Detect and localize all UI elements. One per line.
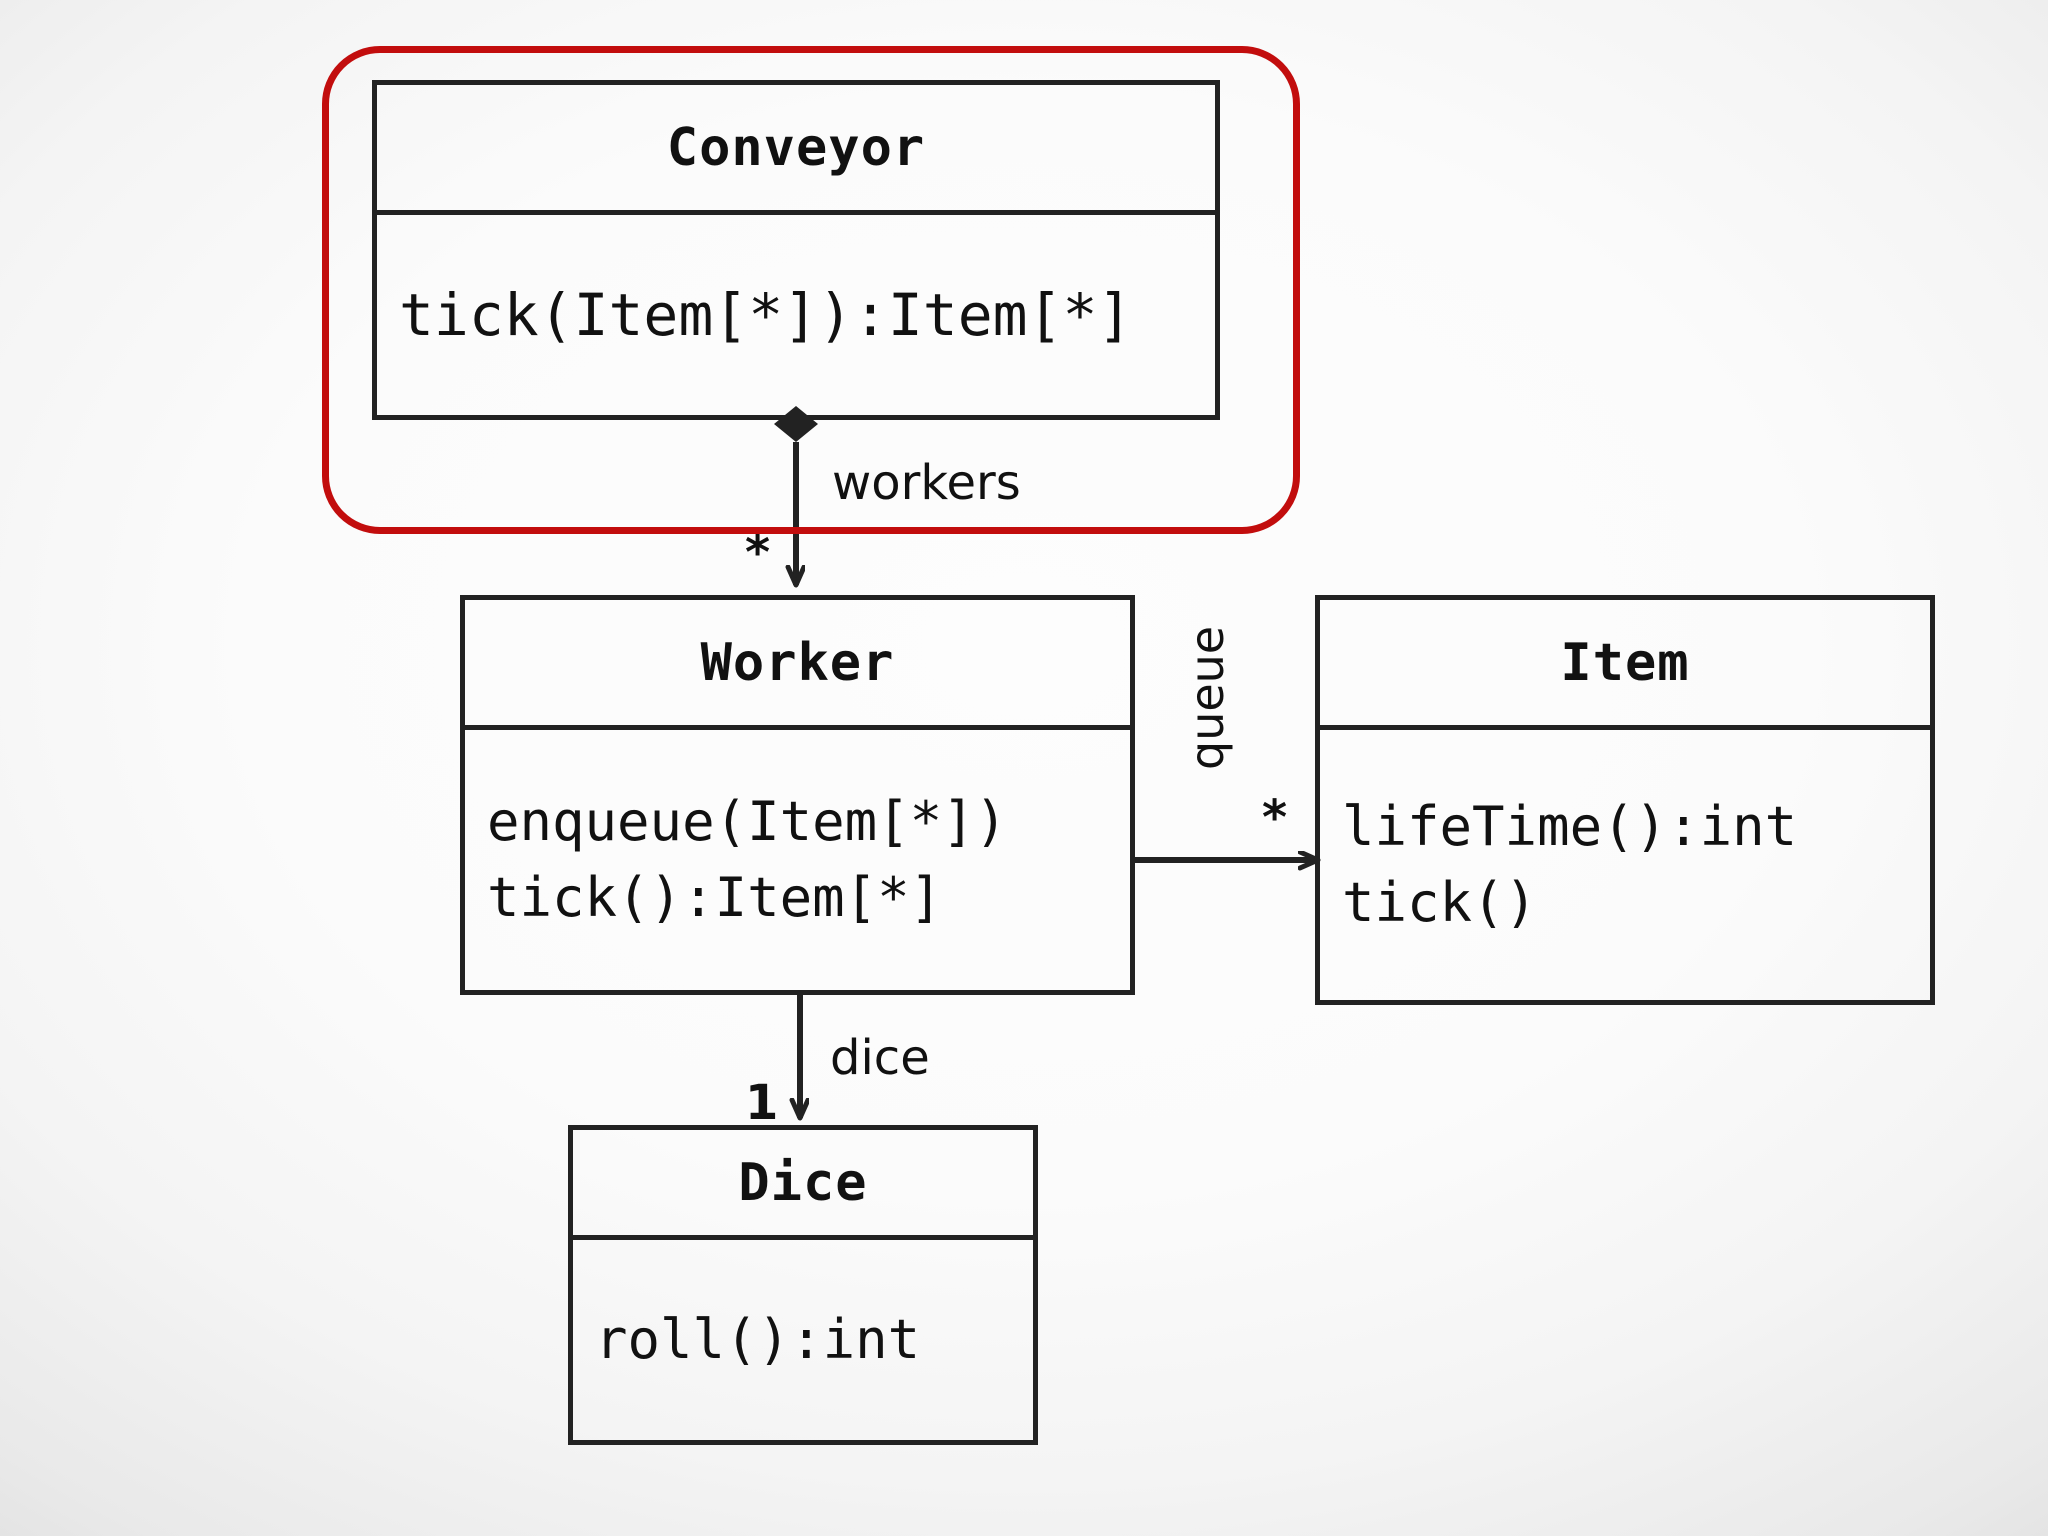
edge-label-workers: workers	[832, 455, 1021, 511]
class-member: tick(Item[*]):Item[*]	[399, 281, 1133, 349]
class-box-conveyor[interactable]: Conveyor tick(Item[*]):Item[*]	[372, 80, 1220, 420]
class-member: lifeTime():int	[1342, 795, 1798, 858]
class-divider-conveyor	[377, 210, 1215, 215]
class-title-dice: Dice	[738, 1152, 868, 1213]
class-divider-dice	[573, 1235, 1033, 1240]
class-members-conveyor: tick(Item[*]):Item[*]	[377, 215, 1215, 415]
class-divider-item	[1320, 725, 1930, 730]
class-member: tick():Item[*]	[487, 866, 943, 929]
class-divider-worker	[465, 725, 1130, 730]
class-box-worker[interactable]: Worker enqueue(Item[*]) tick():Item[*]	[460, 595, 1135, 995]
class-title-worker: Worker	[700, 632, 895, 693]
class-box-dice[interactable]: Dice roll():int	[568, 1125, 1038, 1445]
class-box-item[interactable]: Item lifeTime():int tick()	[1315, 595, 1935, 1005]
class-members-worker: enqueue(Item[*]) tick():Item[*]	[465, 730, 1130, 990]
class-members-item: lifeTime():int tick()	[1320, 730, 1930, 1000]
edge-multiplicity-dice: 1	[745, 1075, 779, 1131]
edge-label-dice: dice	[830, 1030, 930, 1086]
class-title-item: Item	[1560, 632, 1690, 693]
edge-multiplicity-workers: *	[745, 525, 771, 581]
relation-conveyor-worker	[774, 406, 818, 585]
class-member: tick()	[1342, 871, 1538, 934]
class-member: roll():int	[595, 1308, 921, 1371]
edge-label-queue: queue	[1180, 625, 1234, 770]
class-members-dice: roll():int	[573, 1240, 1033, 1440]
class-member: enqueue(Item[*])	[487, 790, 1008, 853]
edge-multiplicity-queue: *	[1262, 790, 1288, 846]
class-title-conveyor: Conveyor	[666, 117, 926, 178]
